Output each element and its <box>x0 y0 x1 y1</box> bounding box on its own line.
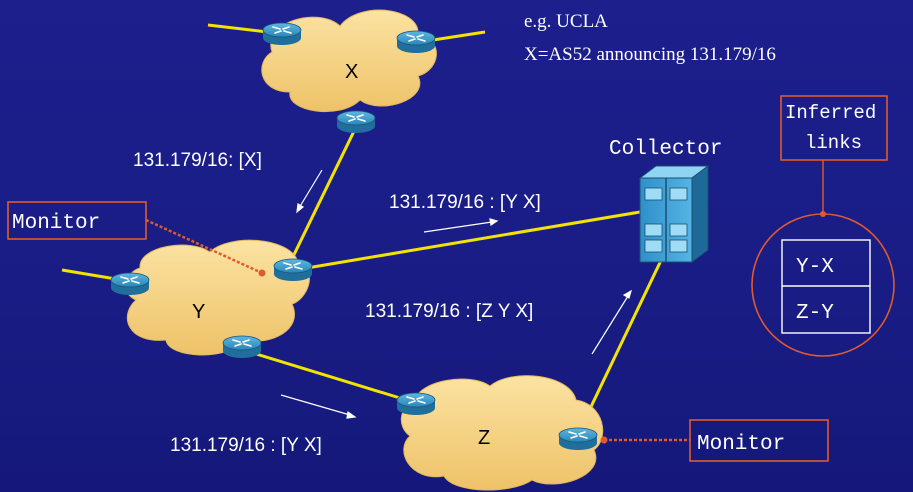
links <box>61 23 668 437</box>
announcement-y-to-collector: 131.179/16 : [Y X] <box>389 192 541 213</box>
note-line-1: e.g. UCLA <box>524 11 608 32</box>
cloud-x-label: X <box>345 61 358 83</box>
monitor-left-label: Monitor <box>12 212 100 235</box>
monitor-right: Monitor <box>600 419 829 462</box>
monitor-left: Monitor <box>7 201 266 277</box>
arrow-z-to-collector <box>591 295 629 355</box>
link-x-to-y <box>287 124 359 266</box>
announcement-x-to-y: 131.179/16: [X] <box>133 150 262 171</box>
router-y-bottom <box>222 335 262 359</box>
note-line-2: X=AS52 announcing 131.179/16 <box>524 44 776 65</box>
router-x-right <box>396 30 436 54</box>
arrow-y-to-collector-head <box>489 218 499 227</box>
cloud-y-label: Y <box>192 301 205 323</box>
inferred-links: Inferred links Y-X Z-Y <box>751 95 895 357</box>
inferred-link-row-2: Z-Y <box>796 302 834 325</box>
collector-server-icon <box>638 165 710 263</box>
router-y-left <box>110 272 150 296</box>
announcement-z-to-collector: 131.179/16 : [Z Y X] <box>365 301 533 322</box>
router-x-left <box>262 22 302 46</box>
inferred-links-title-box <box>780 95 888 161</box>
link-y-to-z <box>242 348 414 404</box>
arrow-y-to-collector <box>423 221 493 233</box>
arrow-y-to-z-head <box>346 410 357 419</box>
inferred-links-title-line-2: links <box>805 132 862 154</box>
router-z-left <box>396 392 436 416</box>
router-y-monitor <box>273 258 313 282</box>
arrow-z-to-collector-head <box>622 289 632 299</box>
arrow-x-to-y-head <box>296 203 305 214</box>
monitor-left-tap-point <box>258 269 266 277</box>
inferred-links-circle <box>751 213 895 357</box>
direction-arrows <box>280 169 632 419</box>
cloud-x: X <box>261 9 437 112</box>
arrow-y-to-z <box>280 394 351 416</box>
router-x-bottom <box>336 110 376 134</box>
router-z-right <box>558 427 598 451</box>
announcement-y-to-z: 131.179/16 : [Y X] <box>170 435 322 456</box>
arrow-x-to-y <box>298 169 323 209</box>
monitor-left-dotted-line <box>145 218 263 275</box>
cloud-z-label: Z <box>478 427 490 449</box>
inferred-links-title-line-1: Inferred <box>785 102 876 124</box>
monitor-right-label: Monitor <box>697 433 785 456</box>
link-y-to-collector <box>294 210 641 272</box>
inferred-link-row-1: Y-X <box>796 256 834 279</box>
cloud-z: Z <box>400 375 604 491</box>
cloud-y: Y <box>125 239 310 356</box>
collector-label: Collector <box>609 138 722 161</box>
link-z-to-collector <box>575 249 668 437</box>
monitor-right-tap-point <box>600 436 608 444</box>
